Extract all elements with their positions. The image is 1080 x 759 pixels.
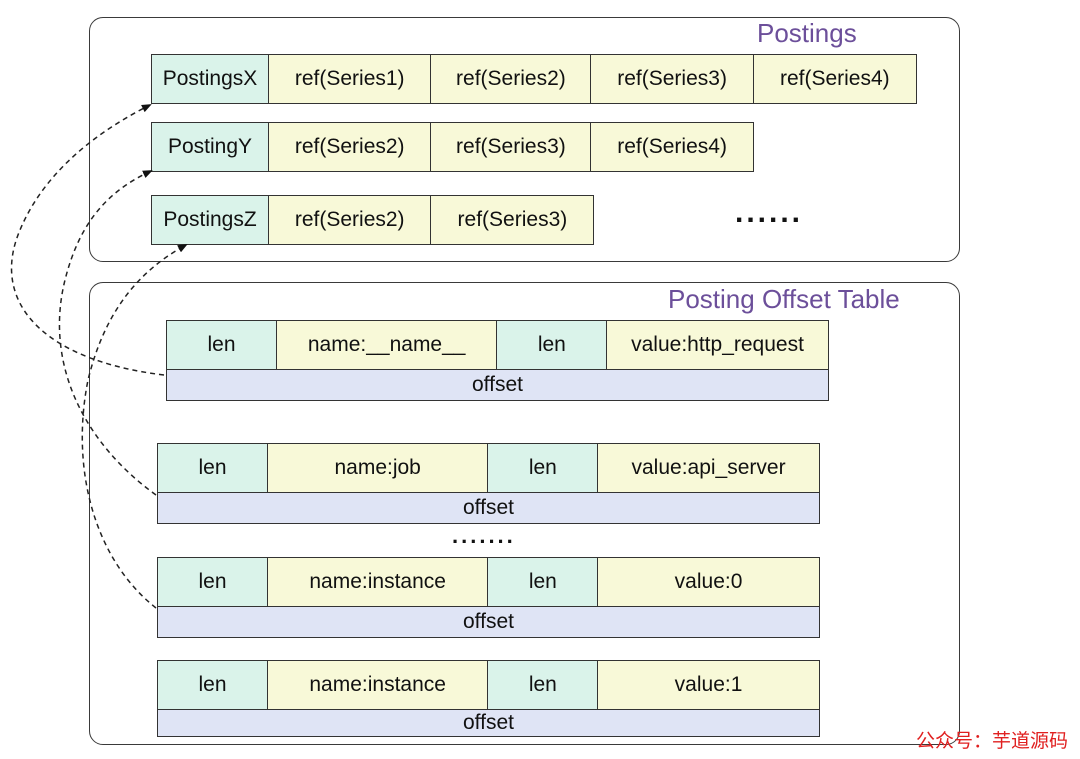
offset-bar: offset (157, 708, 820, 737)
connector-arrow-x (10, 104, 165, 376)
postings-row-y: PostingY ref(Series2) ref(Series3) ref(S… (151, 122, 755, 172)
len-cell: len (487, 660, 599, 710)
len-cell: len (487, 557, 599, 607)
value-cell: value:api_server (597, 443, 821, 493)
len-cell: len (487, 443, 599, 493)
offset-table-ellipsis: ....... (452, 523, 516, 548)
posting-ref: ref(Series4) (590, 122, 755, 172)
len-cell: len (157, 660, 268, 710)
offset-table-title: Posting Offset Table (668, 284, 900, 314)
name-cell: name:__name__ (275, 320, 498, 370)
offset-entry-3: len name:instance len value:1 offset (157, 660, 821, 737)
offset-entry-2: len name:instance len value:0 offset (157, 557, 821, 638)
posting-ref: ref(Series3) (590, 54, 755, 104)
connector-arrow-z (81, 244, 188, 609)
offset-bar: offset (166, 368, 829, 401)
name-cell: name:instance (266, 660, 489, 710)
posting-ref: ref(Series2) (267, 195, 432, 245)
value-cell: value:0 (597, 557, 821, 607)
offset-bar: offset (157, 491, 820, 524)
posting-ref: ref(Series4) (752, 54, 917, 104)
len-cell: len (157, 557, 268, 607)
postings-row-z: PostingsZ ref(Series2) ref(Series3) (151, 195, 595, 245)
connector-arrow-y (58, 170, 157, 496)
postings-title: Postings (757, 18, 857, 48)
len-cell: len (166, 320, 277, 370)
len-cell: len (496, 320, 608, 370)
offset-entry-1: len name:job len value:api_server offset (157, 443, 821, 524)
name-cell: name:instance (266, 557, 489, 607)
value-cell: value:http_request (606, 320, 830, 370)
posting-ref: ref(Series3) (430, 122, 592, 172)
postings-ellipsis: ...... (735, 196, 804, 229)
watermark: 公众号：芋道源码 (915, 730, 1068, 752)
posting-ref: ref(Series1) (267, 54, 432, 104)
offset-entry-0: len name:__name__ len value:http_request… (166, 320, 830, 401)
postings-row-x: PostingsX ref(Series1) ref(Series2) ref(… (151, 54, 917, 104)
value-cell: value:1 (597, 660, 821, 710)
postings-head: PostingsX (151, 54, 269, 104)
postings-head: PostingsZ (151, 195, 269, 245)
posting-ref: ref(Series3) (430, 195, 595, 245)
